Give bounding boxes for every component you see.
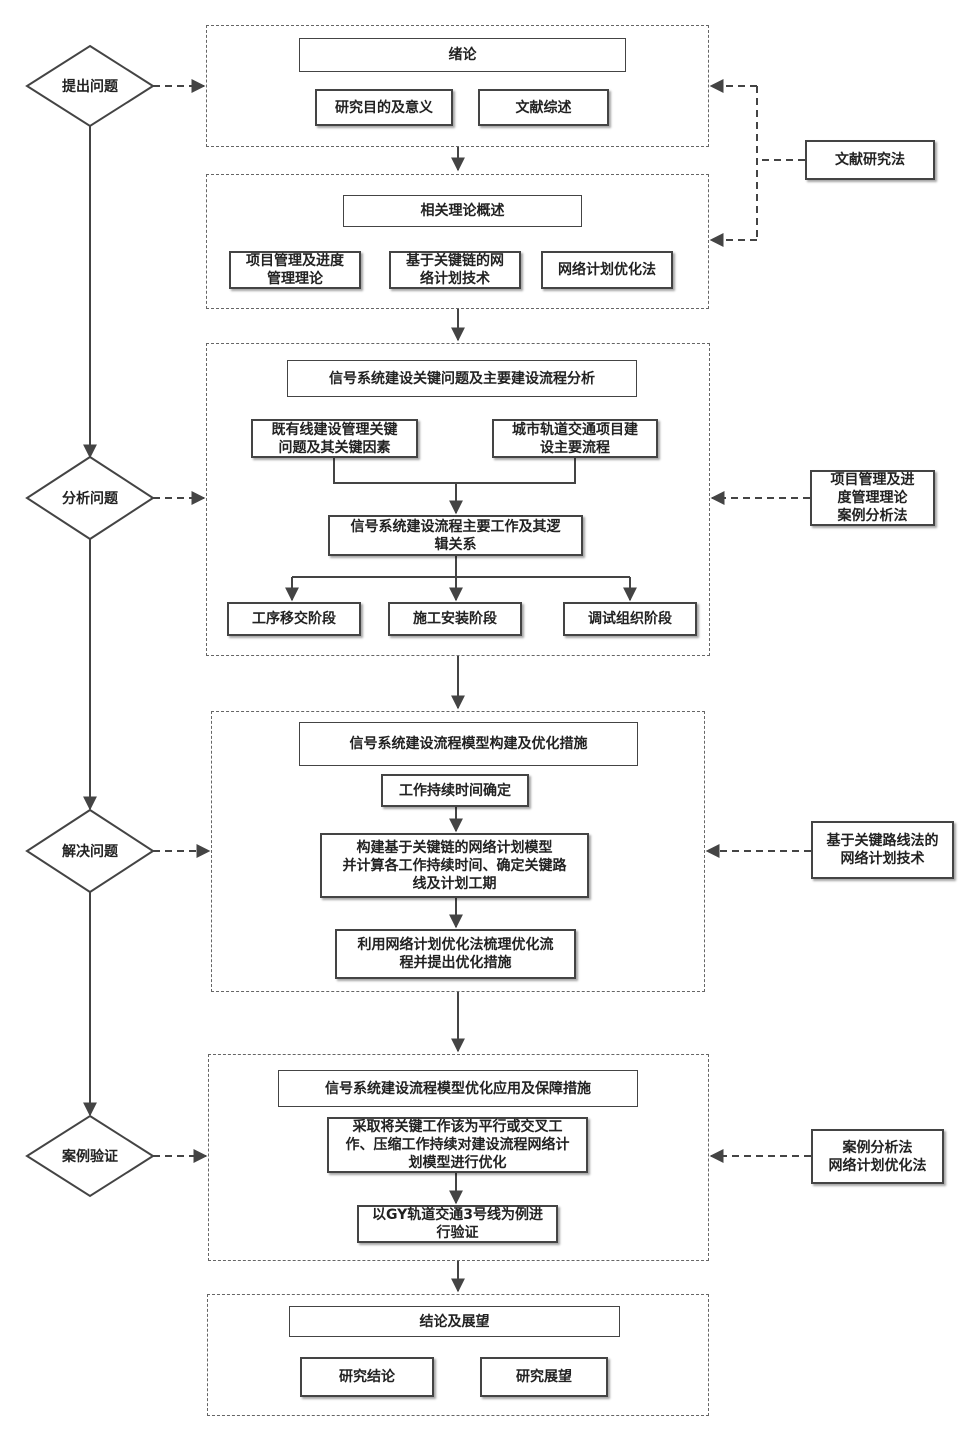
stage-raise-label: 提出问题 (62, 79, 118, 95)
group-theory (206, 174, 709, 309)
diamond-solve (25, 808, 155, 894)
flow-arrows (285, 147, 637, 1293)
sec1-item-purpose: 研究目的及意义 (315, 89, 453, 126)
sec6-conclusion: 研究结论 (300, 1357, 434, 1397)
stage-solve-label: 解决问题 (62, 844, 118, 860)
group-introduction (206, 25, 709, 147)
sec5-case-verification: 以GY轨道交通3号线为例进 行验证 (357, 1205, 558, 1243)
group-model (211, 711, 705, 992)
method-cpm-network: 基于关键路线法的 网络计划技术 (811, 821, 954, 879)
sec3-phase-handover: 工序移交阶段 (227, 602, 361, 636)
diamond-analyze (25, 455, 155, 541)
sec3-urban-rail-process: 城市轨道交通项目建 设主要流程 (492, 419, 658, 458)
sec2-item-optimization: 网络计划优化法 (541, 251, 673, 289)
diamond-verify (25, 1114, 155, 1198)
sec4-duration: 工作持续时间确定 (381, 774, 529, 807)
group-application (208, 1054, 709, 1261)
sec2-item-pm-theory: 项目管理及进度 管理理论 (229, 251, 361, 289)
stage-diamonds (25, 44, 155, 1198)
method-links (705, 79, 811, 1163)
sec5-optimization-approach: 采取将关键工作该为平行或交叉工 作、压缩工作持续对建设流程网络计 划模型进行优化 (327, 1117, 588, 1173)
method-case-network-opt: 案例分析法 网络计划优化法 (811, 1129, 944, 1184)
sec4-optimize-measures: 利用网络计划优化法梳理优化流 程并提出优化措施 (335, 929, 576, 979)
sec4-title: 信号系统建设流程模型构建及优化措施 (299, 722, 638, 766)
method-literature-research: 文献研究法 (805, 140, 935, 180)
sec2-item-critical-chain: 基于关键链的网 络计划技术 (389, 251, 521, 289)
sec5-title: 信号系统建设流程模型优化应用及保障措施 (278, 1070, 638, 1107)
sec1-title: 绪论 (299, 38, 626, 72)
method-pm-case-analysis: 项目管理及进 度管理理论 案例分析法 (810, 470, 935, 526)
sec3-main-work-logic: 信号系统建设流程主要工作及其逻 辑关系 (328, 515, 583, 556)
sec3-existing-line-issues: 既有线建设管理关键 问题及其关键因素 (251, 419, 418, 458)
sec4-model-build: 构建基于关键链的网络计划模型 并计算各工作持续时间、确定关键路 线及计划工期 (320, 833, 589, 898)
sec2-title: 相关理论概述 (343, 195, 582, 227)
stage-analyze-label: 分析问题 (62, 491, 118, 507)
stage-links (153, 79, 211, 1163)
diamond-raise (25, 44, 155, 128)
group-conclusion (207, 1294, 709, 1416)
group-analysis (206, 343, 710, 656)
sec3-phase-installation: 施工安装阶段 (388, 602, 522, 636)
sec1-item-review: 文献综述 (478, 89, 609, 126)
sec3-phase-commissioning: 调试组织阶段 (563, 602, 697, 636)
stage-verify-label: 案例验证 (62, 1149, 118, 1165)
sec6-outlook: 研究展望 (480, 1357, 608, 1397)
sec6-title: 结论及展望 (289, 1306, 620, 1337)
sec3-title: 信号系统建设关键问题及主要建设流程分析 (287, 360, 637, 397)
